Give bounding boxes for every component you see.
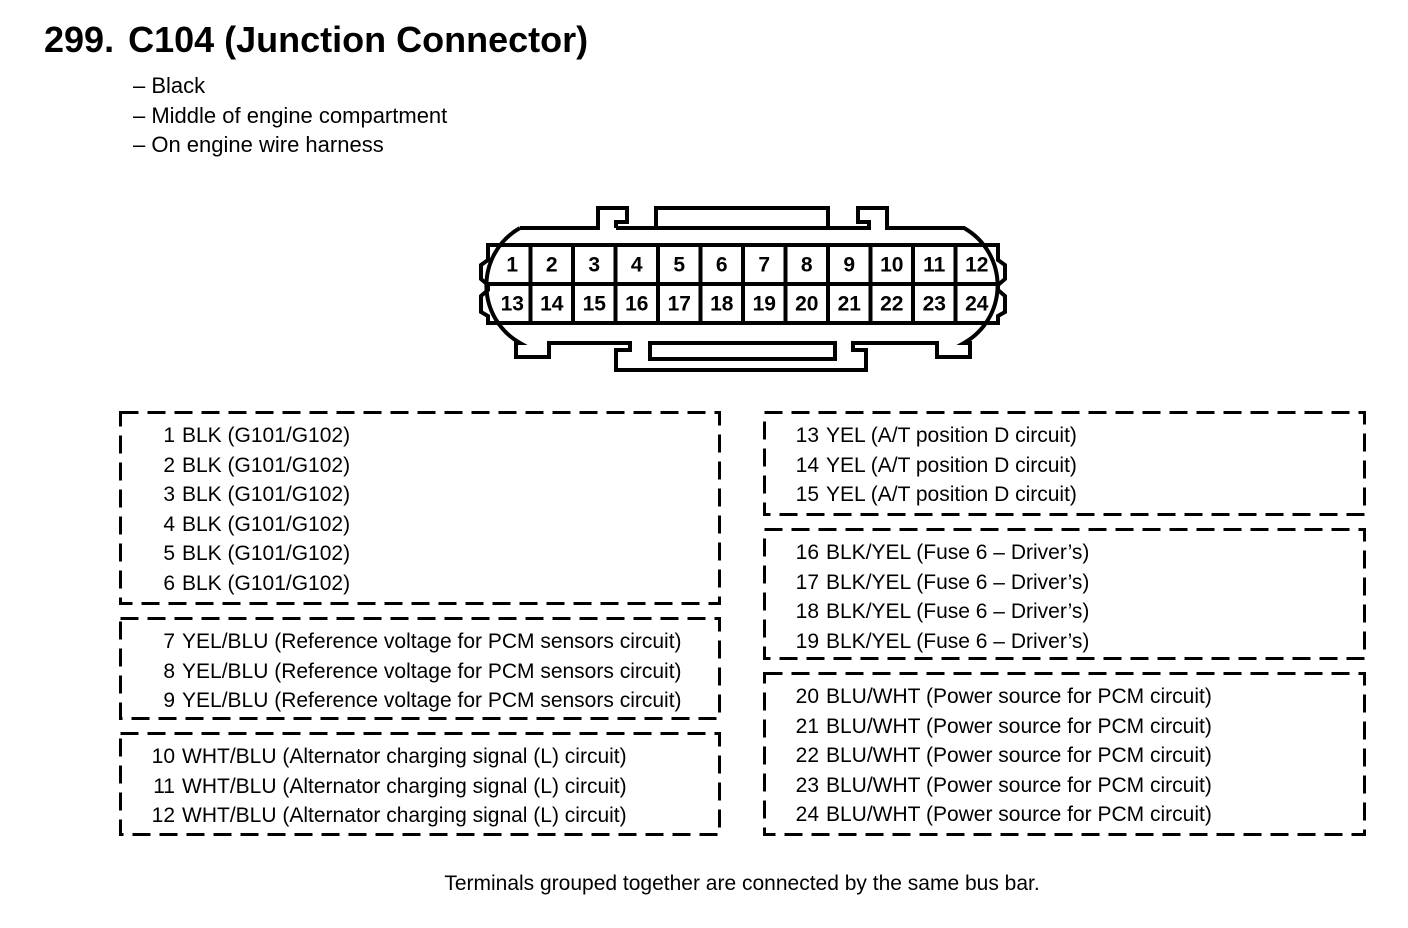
pin-number-label: 7	[758, 254, 770, 277]
pin-number-label: 5	[673, 254, 685, 277]
top-latch-bar	[654, 206, 830, 230]
page-title: 299. C104 (Junction Connector)	[44, 18, 588, 62]
terminal-block-outline	[479, 243, 1007, 325]
pin-number-label: 18	[710, 293, 734, 316]
group-dashed-border	[763, 672, 1366, 836]
group-dashed-border	[119, 732, 721, 836]
group-dashed-border	[763, 411, 1366, 516]
pin-number-label: 4	[631, 254, 643, 277]
bottom-latch-bar	[648, 341, 837, 361]
pin-number-label: 2	[546, 254, 558, 277]
note-harness: – On engine wire harness	[133, 132, 384, 157]
pin-number-label: 17	[668, 293, 691, 316]
pin-number-label: 24	[965, 293, 989, 316]
group-dashed-border	[119, 411, 721, 605]
pin-number-label: 11	[923, 254, 946, 277]
pin-number-label: 3	[588, 254, 600, 277]
connector-notes: – Black – Middle of engine compartment –…	[133, 71, 447, 160]
pin-number-label: 19	[753, 293, 776, 316]
pin-number-label: 1	[506, 254, 518, 277]
group-dashed-border	[119, 617, 721, 720]
pin-number-label: 12	[965, 254, 988, 277]
pin-number-label: 20	[795, 293, 818, 316]
pin-number-label: 8	[801, 254, 813, 277]
pin-number-label: 14	[540, 293, 564, 316]
bus-bar-footnote: Terminals grouped together are connected…	[444, 872, 1040, 895]
pin-number-label: 15	[583, 293, 607, 316]
pin-number-label: 23	[923, 293, 946, 316]
pin-number-label: 16	[625, 293, 648, 316]
pin-number-label: 9	[843, 254, 855, 277]
section-number: 299.	[44, 19, 115, 60]
connector-name: C104 (Junction Connector)	[128, 19, 589, 60]
group-dashed-border	[763, 528, 1366, 660]
pin-number-label: 6	[716, 254, 728, 277]
note-color: – Black	[133, 73, 206, 98]
pin-number-label: 10	[880, 254, 903, 277]
pin-number-label: 21	[838, 293, 862, 316]
pin-number-label: 22	[880, 293, 903, 316]
note-location: – Middle of engine compartment	[133, 102, 448, 128]
pin-number-label: 13	[501, 293, 524, 316]
